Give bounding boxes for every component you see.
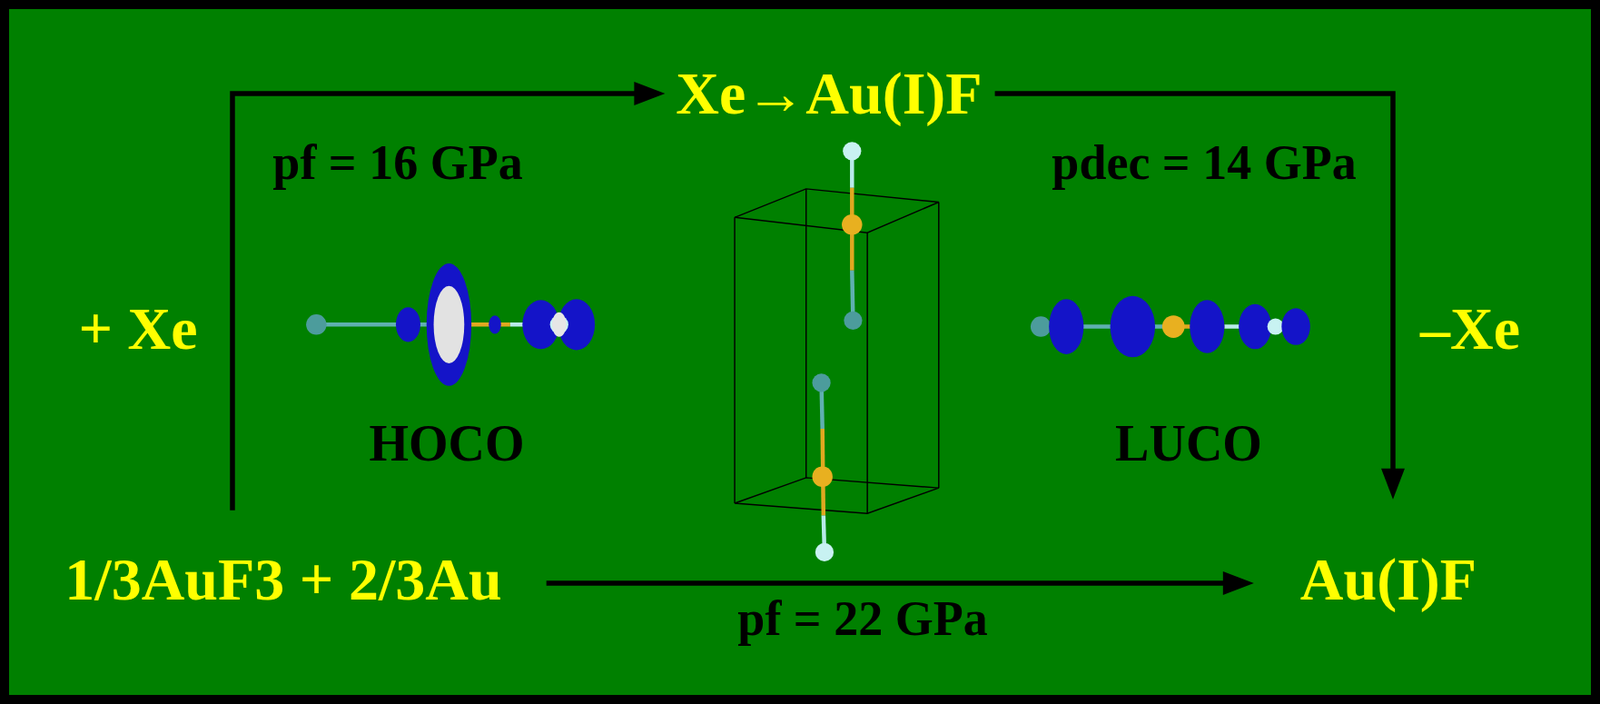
formula-node: Xe→Au(I)F (671, 59, 986, 129)
unit-cell-molecules (811, 141, 862, 562)
formula-text: Au(I)F (1300, 546, 1477, 613)
formula-text: Xe→Au(I)F (675, 60, 982, 128)
reaction-arrow (995, 93, 1405, 500)
edge-label: pf = 22 GPa (733, 590, 991, 648)
unit-cell (734, 188, 939, 514)
formula-node: 1/3AuF3 + 2/3Au (60, 544, 505, 615)
reaction-arrow (232, 81, 665, 511)
annotation-label: pdec = 14 GPa (1047, 134, 1360, 192)
arrow-head (633, 81, 665, 106)
arrow-head (1381, 468, 1405, 500)
edge-label: –Xe (1416, 294, 1524, 365)
annotation-label: LUCO (1111, 414, 1266, 475)
formula-text: 1/3AuF3 + 2/3Au (64, 546, 502, 613)
annotation-label: HOCO (365, 414, 528, 475)
arrow-head (1223, 571, 1255, 595)
luco-orbital (1030, 296, 1311, 357)
arrow-line (546, 580, 1225, 586)
formula-node: Au(I)F (1296, 544, 1481, 615)
reaction-arrow (546, 571, 1255, 595)
arrow-line (232, 93, 636, 511)
annotation-label: pf = 16 GPa (268, 134, 526, 192)
hoco-orbital (306, 263, 595, 386)
edge-label: + Xe (74, 294, 201, 365)
arrow-line (995, 93, 1393, 471)
